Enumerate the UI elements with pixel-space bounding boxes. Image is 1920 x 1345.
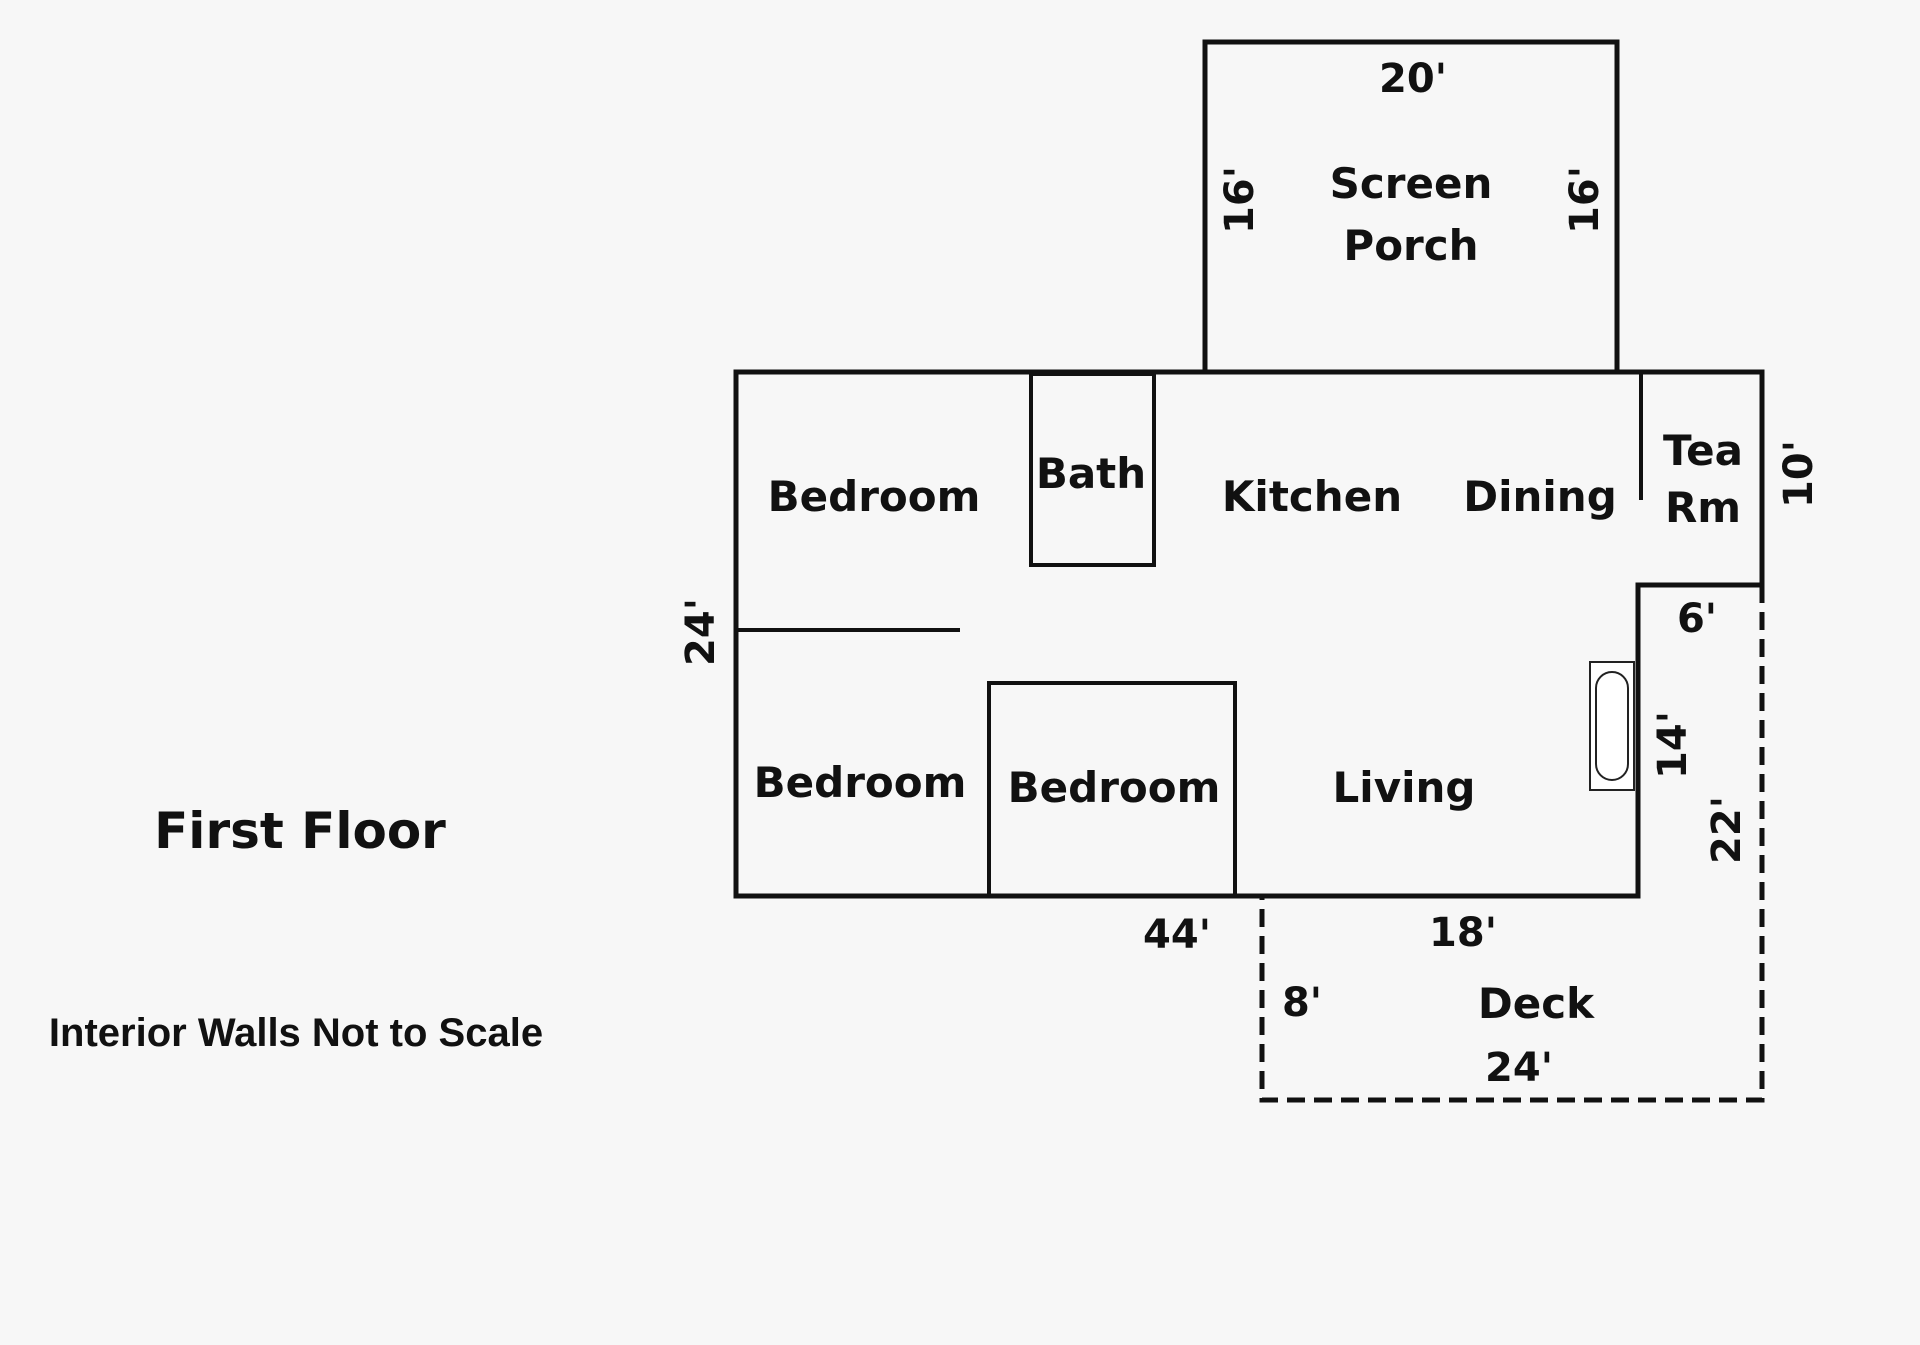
dim-living-right-depth: 14' <box>1650 711 1696 779</box>
dim-porch-right-depth: 16' <box>1562 166 1608 234</box>
dim-porch-left-depth: 16' <box>1217 166 1263 234</box>
dim-house-depth: 24' <box>678 598 724 666</box>
dim-house-width: 44' <box>1143 912 1211 958</box>
bath-walls <box>1029 372 1156 567</box>
screen-porch-label-2: Porch <box>1343 221 1478 270</box>
deck-outline <box>1259 585 1765 1103</box>
dim-deck-width: 24' <box>1485 1045 1553 1091</box>
living-label: Living <box>1333 763 1476 812</box>
dim-deck-inner-width: 18' <box>1429 910 1497 956</box>
scale-note: Interior Walls Not to Scale <box>49 1011 543 1055</box>
dim-step-width: 6' <box>1677 596 1717 642</box>
dim-deck-right-depth: 22' <box>1704 796 1750 864</box>
bedroom-bottom-middle-label: Bedroom <box>1008 763 1221 812</box>
dim-tea-rm-depth: 10' <box>1776 440 1822 508</box>
tea-rm-label-2: Rm <box>1665 483 1741 532</box>
dim-deck-depth: 8' <box>1282 980 1322 1026</box>
bathtub-icon <box>1589 661 1635 791</box>
bath-label: Bath <box>1036 449 1146 498</box>
page-title: First Floor <box>154 802 446 860</box>
tea-rm-label-1: Tea <box>1663 426 1743 475</box>
dining-label: Dining <box>1463 472 1617 521</box>
dim-porch-width: 20' <box>1379 56 1447 102</box>
house-outline <box>733 369 1765 899</box>
deck-label: Deck <box>1478 979 1595 1028</box>
kitchen-label: Kitchen <box>1222 472 1402 521</box>
screen-porch-label-1: Screen <box>1330 159 1493 208</box>
bedroom-top-label: Bedroom <box>768 472 981 521</box>
bedroom-bottom-left-label: Bedroom <box>754 758 967 807</box>
middle-bedroom-walls <box>987 681 1237 896</box>
